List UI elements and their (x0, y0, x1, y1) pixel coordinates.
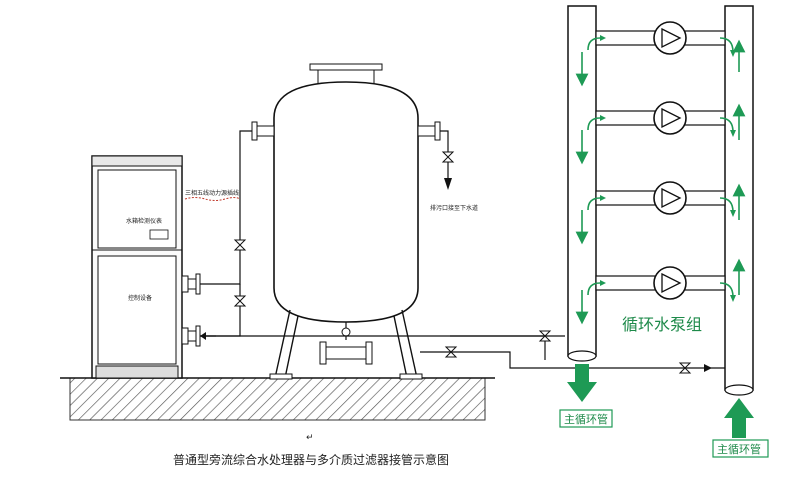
return-main-box (712, 439, 769, 458)
supply-outlet-arrow (567, 364, 597, 402)
cursor-mark: ↵ (306, 433, 314, 443)
cabinet-bottom-label: 控制设备 (128, 294, 152, 302)
pump-row-3 (587, 181, 736, 217)
supply-main-box (559, 409, 613, 428)
diagram-caption: 普通型旁流综合水处理器与多介质过滤器接管示意图 (173, 452, 449, 467)
arrowhead-to-cabinet (200, 332, 206, 340)
cable-note-label: 三相五线动力源插线 (185, 189, 239, 197)
valve-supply (538, 330, 552, 342)
valve-bottom-left (444, 346, 458, 358)
valve-left-upper (233, 239, 247, 251)
pump-row-1 (587, 21, 736, 57)
cable-line (184, 197, 241, 201)
return-main-label: 主循环管 (717, 442, 761, 456)
control-cabinet (91, 155, 183, 379)
drain-note-label: 排污口接至下水道 (430, 204, 478, 212)
cabinet-flanges (181, 273, 201, 347)
pump-group-label: 循环水泵组 (622, 315, 702, 334)
pump-row-4 (587, 266, 736, 302)
valve-left-lower (233, 295, 247, 307)
main-return-line (420, 335, 725, 369)
meter-display (149, 229, 169, 240)
return-inlet-arrow (724, 398, 754, 438)
cabinet-top-label: 水箱检测仪表 (126, 217, 162, 225)
ground-foundation (60, 377, 495, 421)
supply-main-label: 主循环管 (564, 412, 608, 426)
pump-row-2 (587, 101, 736, 137)
drain-piping (440, 130, 455, 190)
riser-flow-arrows (575, 39, 746, 325)
filter-tank (251, 63, 441, 380)
arrowhead-to-return (704, 364, 712, 372)
valve-bottom-right (678, 362, 692, 374)
